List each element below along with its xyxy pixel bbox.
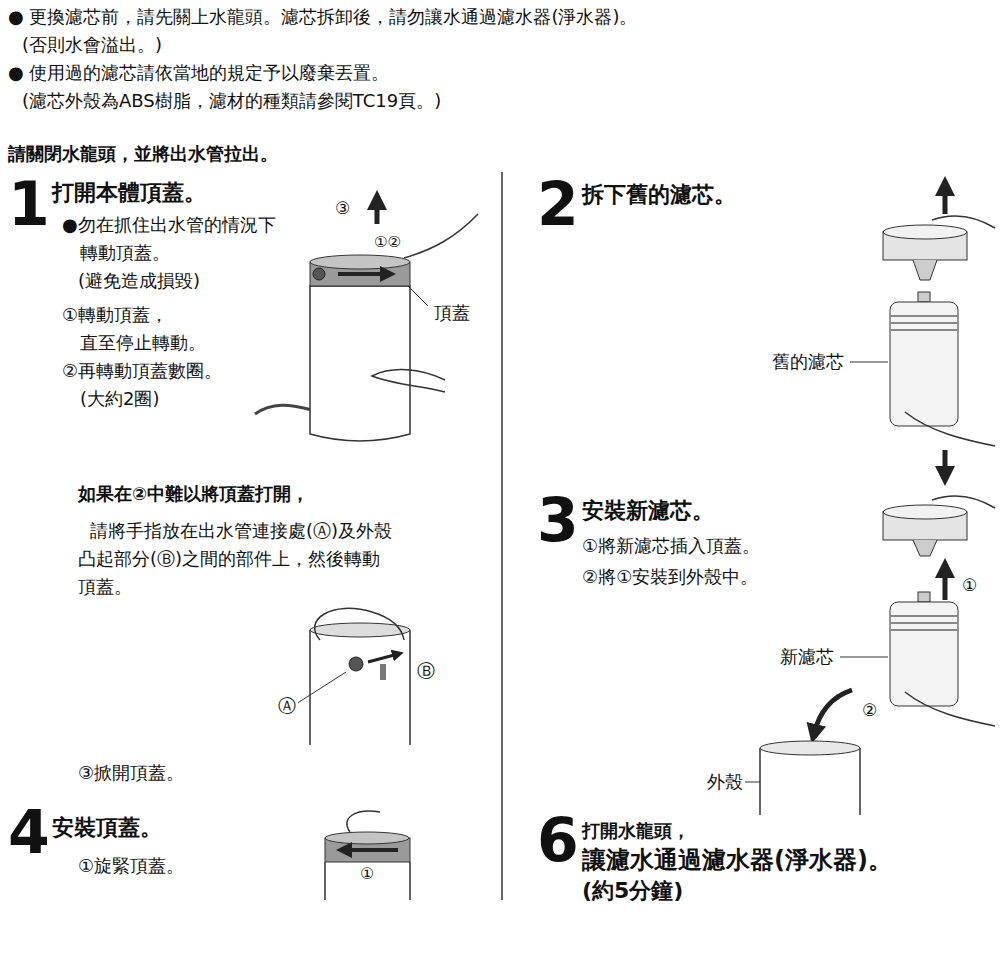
cartridge-stripes (890, 316, 958, 330)
step-heading: 打開水龍頭， (582, 820, 690, 842)
turn-arrow (338, 272, 388, 276)
hose-joint (349, 657, 363, 671)
cartridge-stripes (890, 616, 958, 630)
callout-number: ② (860, 700, 879, 720)
insert-arrow (943, 568, 948, 600)
housing (310, 286, 410, 441)
housing-bump (380, 664, 386, 680)
cartridge-nub (918, 592, 930, 602)
step-text: ③掀開頂蓋。 (78, 762, 184, 784)
hose-joint (313, 268, 325, 280)
step-heading: 安裝頂蓋。 (52, 815, 162, 841)
leader-line (850, 362, 888, 363)
part-label: 新濾芯 (778, 646, 836, 668)
step-text: ②將①安裝到外殼中。 (582, 566, 758, 588)
step2-figure (850, 186, 995, 476)
cap-spout (913, 540, 937, 556)
step-text: ①轉動頂蓋， (62, 304, 168, 326)
step3-figure (745, 496, 995, 815)
old-cartridge (890, 302, 958, 426)
hand (932, 496, 995, 508)
cap-spout (913, 260, 937, 280)
cap-top (310, 623, 410, 637)
step-number: 4 (8, 796, 50, 868)
callout-letter: Ⓑ (415, 660, 437, 682)
note-text: (否則水會溢出。) (22, 34, 162, 56)
step-heading: 安裝新濾芯。 (582, 498, 714, 524)
step-text: ①將新濾芯插入頂蓋。 (582, 535, 760, 557)
housing (310, 630, 410, 745)
hand (932, 216, 995, 228)
callout-number: ③ (333, 198, 352, 218)
callout-number: ① (358, 864, 376, 883)
step4-figure (325, 811, 410, 900)
step-number: 2 (537, 168, 579, 240)
callout-letter: Ⓐ (276, 695, 298, 717)
new-cartridge (890, 602, 958, 706)
step-text: (大約2圈) (80, 388, 160, 410)
leader-line (840, 657, 888, 658)
instruction-heading: 請關閉水龍頭，並將出水管拉出。 (8, 143, 278, 165)
step-heading: 拆下舊的濾芯。 (582, 182, 736, 208)
cap-top (883, 505, 967, 519)
lift-arrow (375, 200, 380, 224)
leader-line (745, 782, 760, 783)
hand (905, 692, 995, 726)
step-text: ②再轉動頂蓋數圈。 (62, 360, 222, 382)
callout-number: ①② (372, 233, 403, 251)
part-label: 頂蓋 (432, 302, 472, 324)
cap-top (325, 832, 409, 844)
hose (255, 405, 312, 414)
step-number: 6 (537, 804, 579, 876)
step-number: 3 (537, 484, 579, 556)
cap-top (883, 225, 967, 239)
hand (404, 214, 478, 258)
housing-top (760, 741, 860, 755)
turn-arrow (368, 654, 398, 662)
step1-detail-figure (296, 608, 410, 745)
part-label: 外殼 (705, 771, 745, 793)
curved-arrow (814, 690, 852, 734)
step-text: ●勿在抓住出水管的情況下 (62, 214, 276, 236)
housing (760, 748, 860, 815)
housing (325, 862, 410, 900)
step-heading: 打開本體頂蓋。 (52, 180, 206, 206)
step-text: 直至停止轉動。 (80, 332, 206, 354)
callout-number: ① (960, 575, 979, 595)
lift-arrow (943, 186, 948, 214)
step-heading: (約5分鐘) (582, 878, 683, 904)
step-text: ①旋緊頂蓋。 (78, 855, 184, 877)
step1-figure (255, 200, 478, 441)
hand (315, 608, 404, 640)
part-label: 舊的濾芯 (770, 351, 846, 373)
hand (372, 370, 445, 392)
hint-heading: 如果在②中難以將頂蓋打開， (78, 483, 309, 505)
note-text: (濾芯外殼為ABS樹脂，濾材的種類請參閱TC19頁。) (22, 90, 441, 112)
leader-line (296, 672, 346, 704)
note-text: ● 使用過的濾芯請依當地的規定予以廢棄丟置。 (8, 62, 389, 84)
leader-line (408, 286, 428, 306)
column-divider (501, 172, 503, 900)
down-arrow (943, 450, 948, 476)
turn-arrow (344, 848, 398, 852)
hint-text: 請將手指放在出水管連接處(Ⓐ)及外殼 (90, 520, 392, 542)
step-number: 1 (8, 168, 50, 240)
step-text: (避免造成損毀) (78, 270, 200, 292)
note-text: ● 更換濾芯前，請先關上水龍頭。濾芯拆卸後，請勿讓水通過濾水器(淨水器)。 (8, 6, 637, 28)
step-text: 轉動頂蓋。 (80, 242, 170, 264)
cap-top (310, 255, 410, 269)
hint-text: 頂蓋。 (78, 576, 132, 598)
hand (347, 811, 380, 832)
hand (905, 412, 995, 446)
step-heading: 讓濾水通過濾水器(淨水器)。 (582, 846, 892, 875)
hint-text: 凸起部分(Ⓑ)之間的部件上，然後轉動 (78, 548, 380, 570)
cartridge-nub (918, 292, 930, 302)
